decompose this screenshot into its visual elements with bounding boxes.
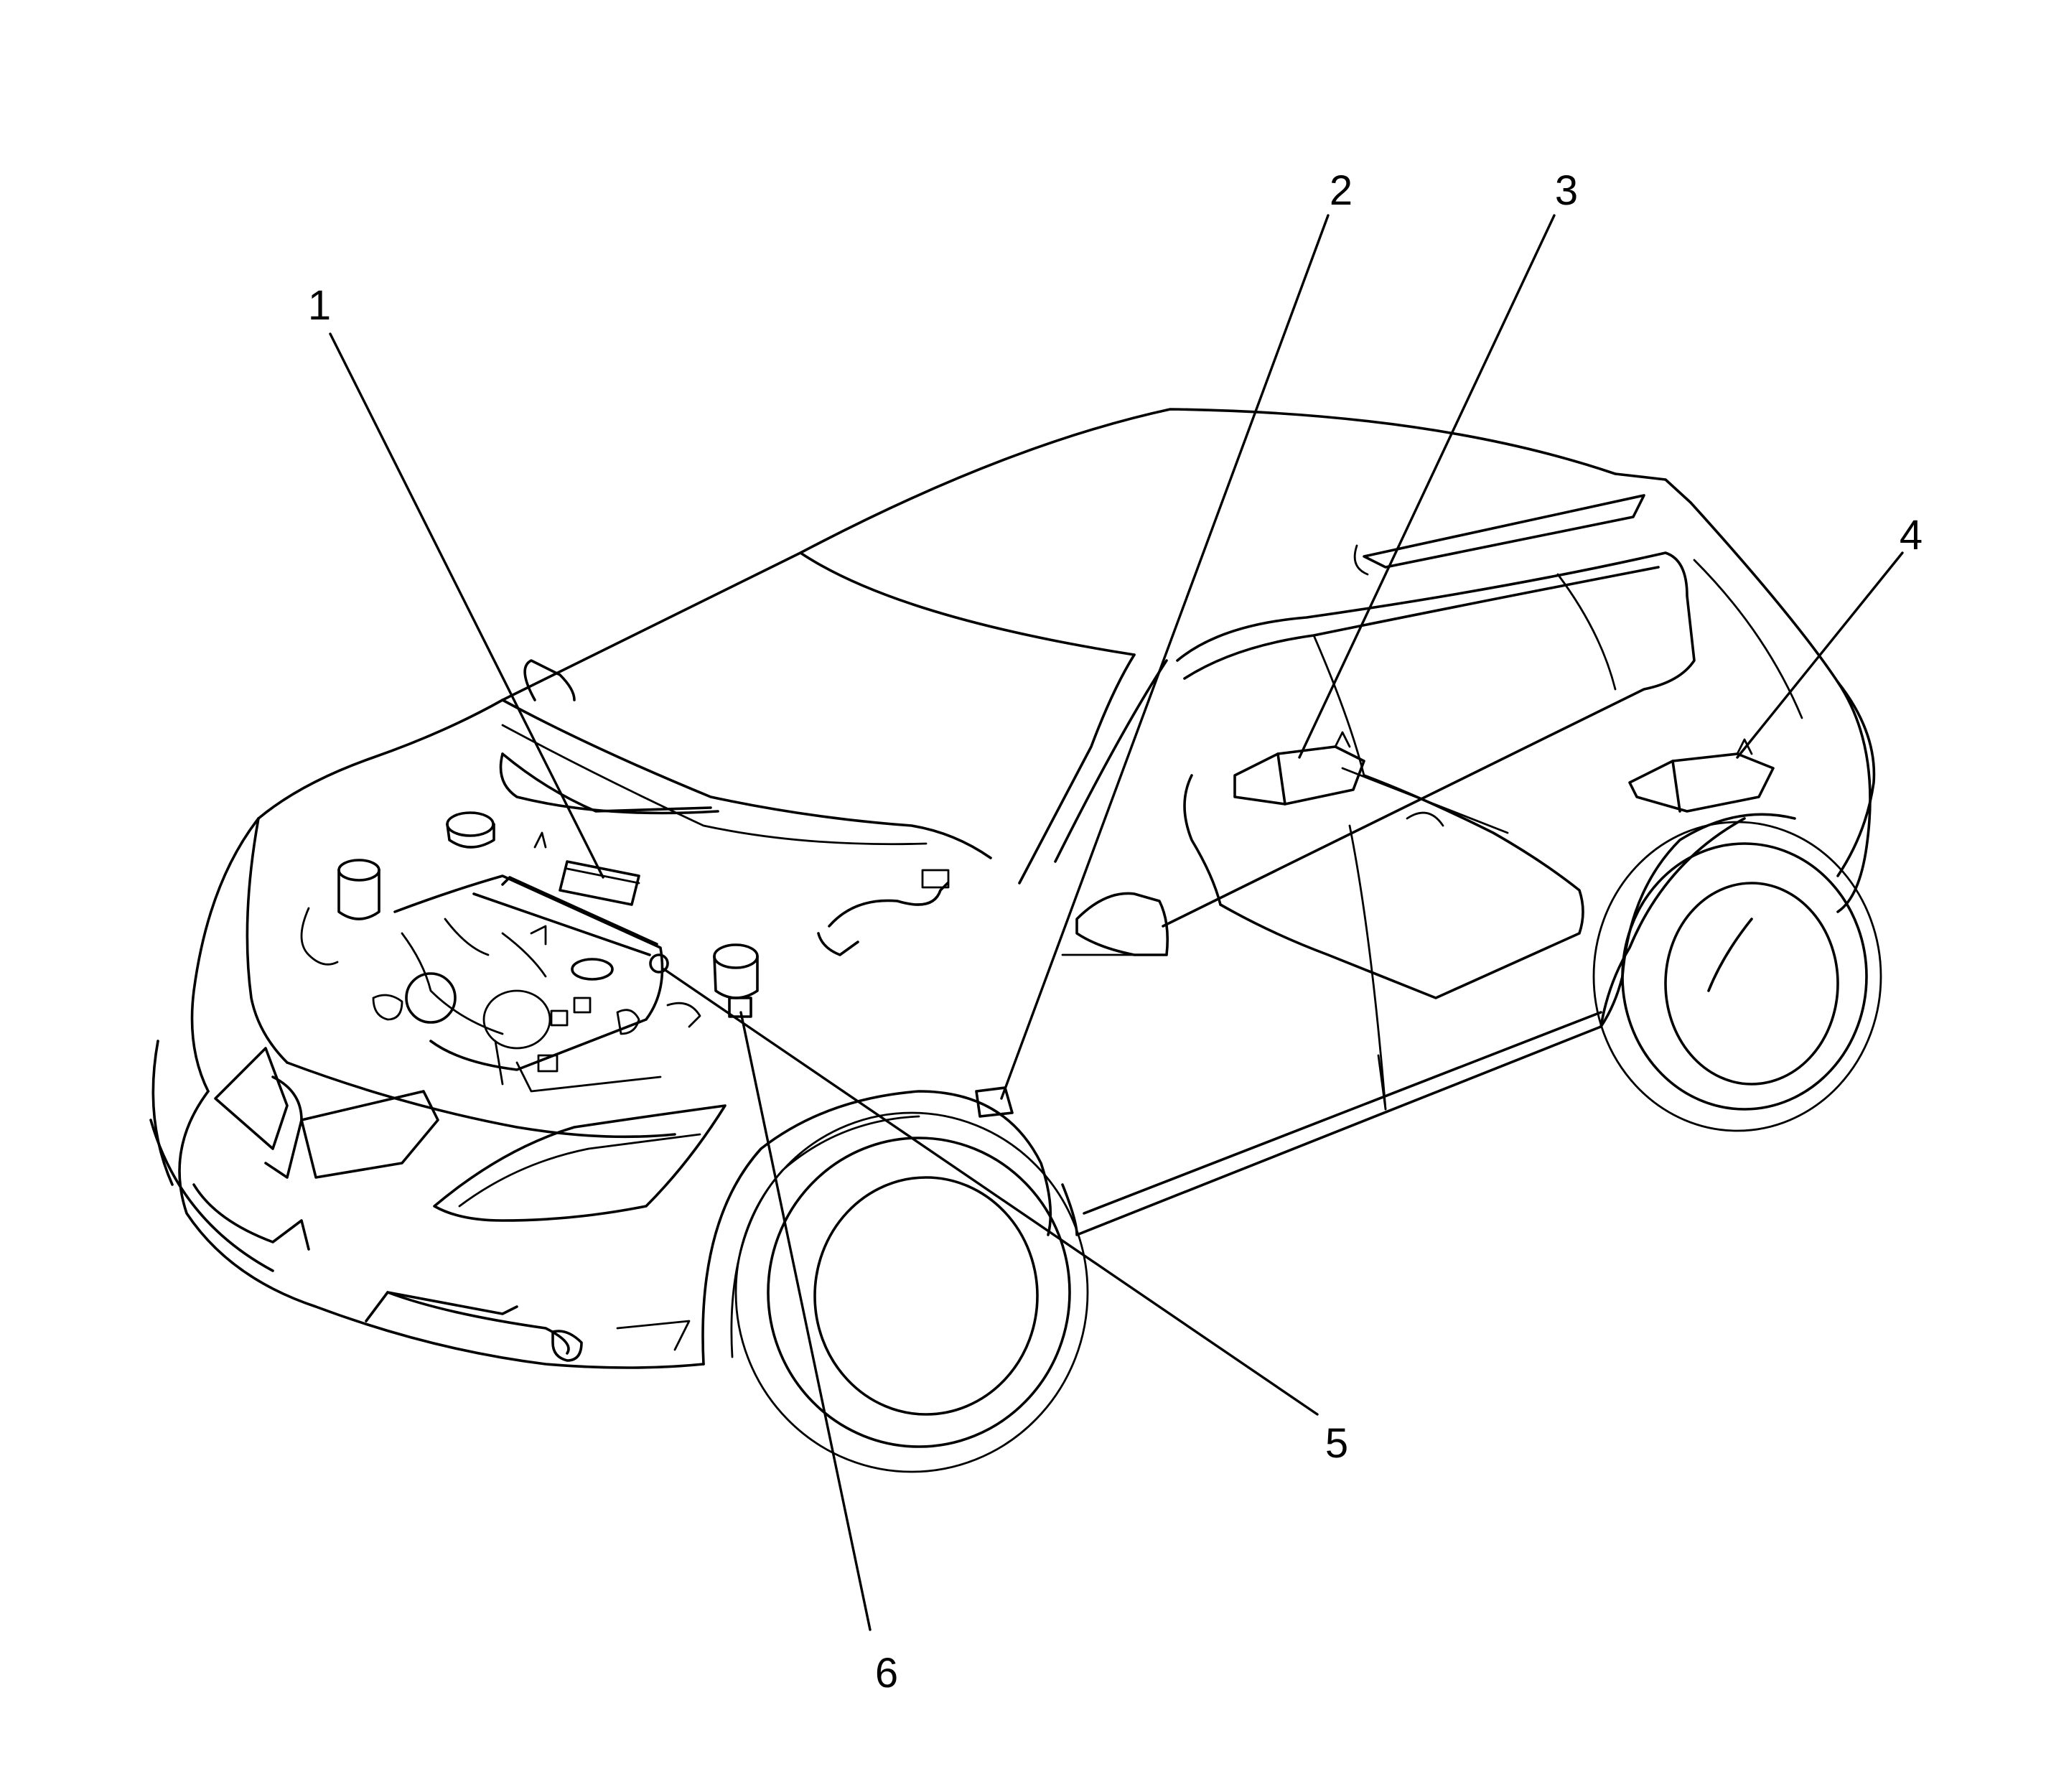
callout-6: 6: [875, 1650, 898, 1697]
component-markers: [559, 860, 1014, 1118]
callout-3: 3: [1555, 167, 1578, 214]
leader-line-5: [663, 968, 1319, 1416]
front-wheel: [701, 1090, 1089, 1473]
callout-2: 2: [1330, 167, 1353, 214]
leader-line-6: [739, 1011, 872, 1631]
leader-line-3: [1298, 214, 1556, 759]
leader-lines: [329, 214, 1904, 1631]
vehicle-body-outline: [501, 408, 1876, 1236]
leader-line-1: [329, 332, 604, 879]
rear-wheel: [1592, 813, 1882, 1132]
callout-1: 1: [308, 282, 331, 329]
engine-compartment: [300, 752, 950, 1093]
front-end: [149, 659, 992, 1369]
callout-5: 5: [1325, 1420, 1348, 1467]
callout-labels: 1 2 3 4 5 6: [308, 167, 1923, 1697]
leader-line-4: [1736, 551, 1904, 759]
interior-components: [1183, 731, 1775, 999]
leader-line-2: [1000, 214, 1330, 1100]
callout-4: 4: [1900, 512, 1923, 559]
